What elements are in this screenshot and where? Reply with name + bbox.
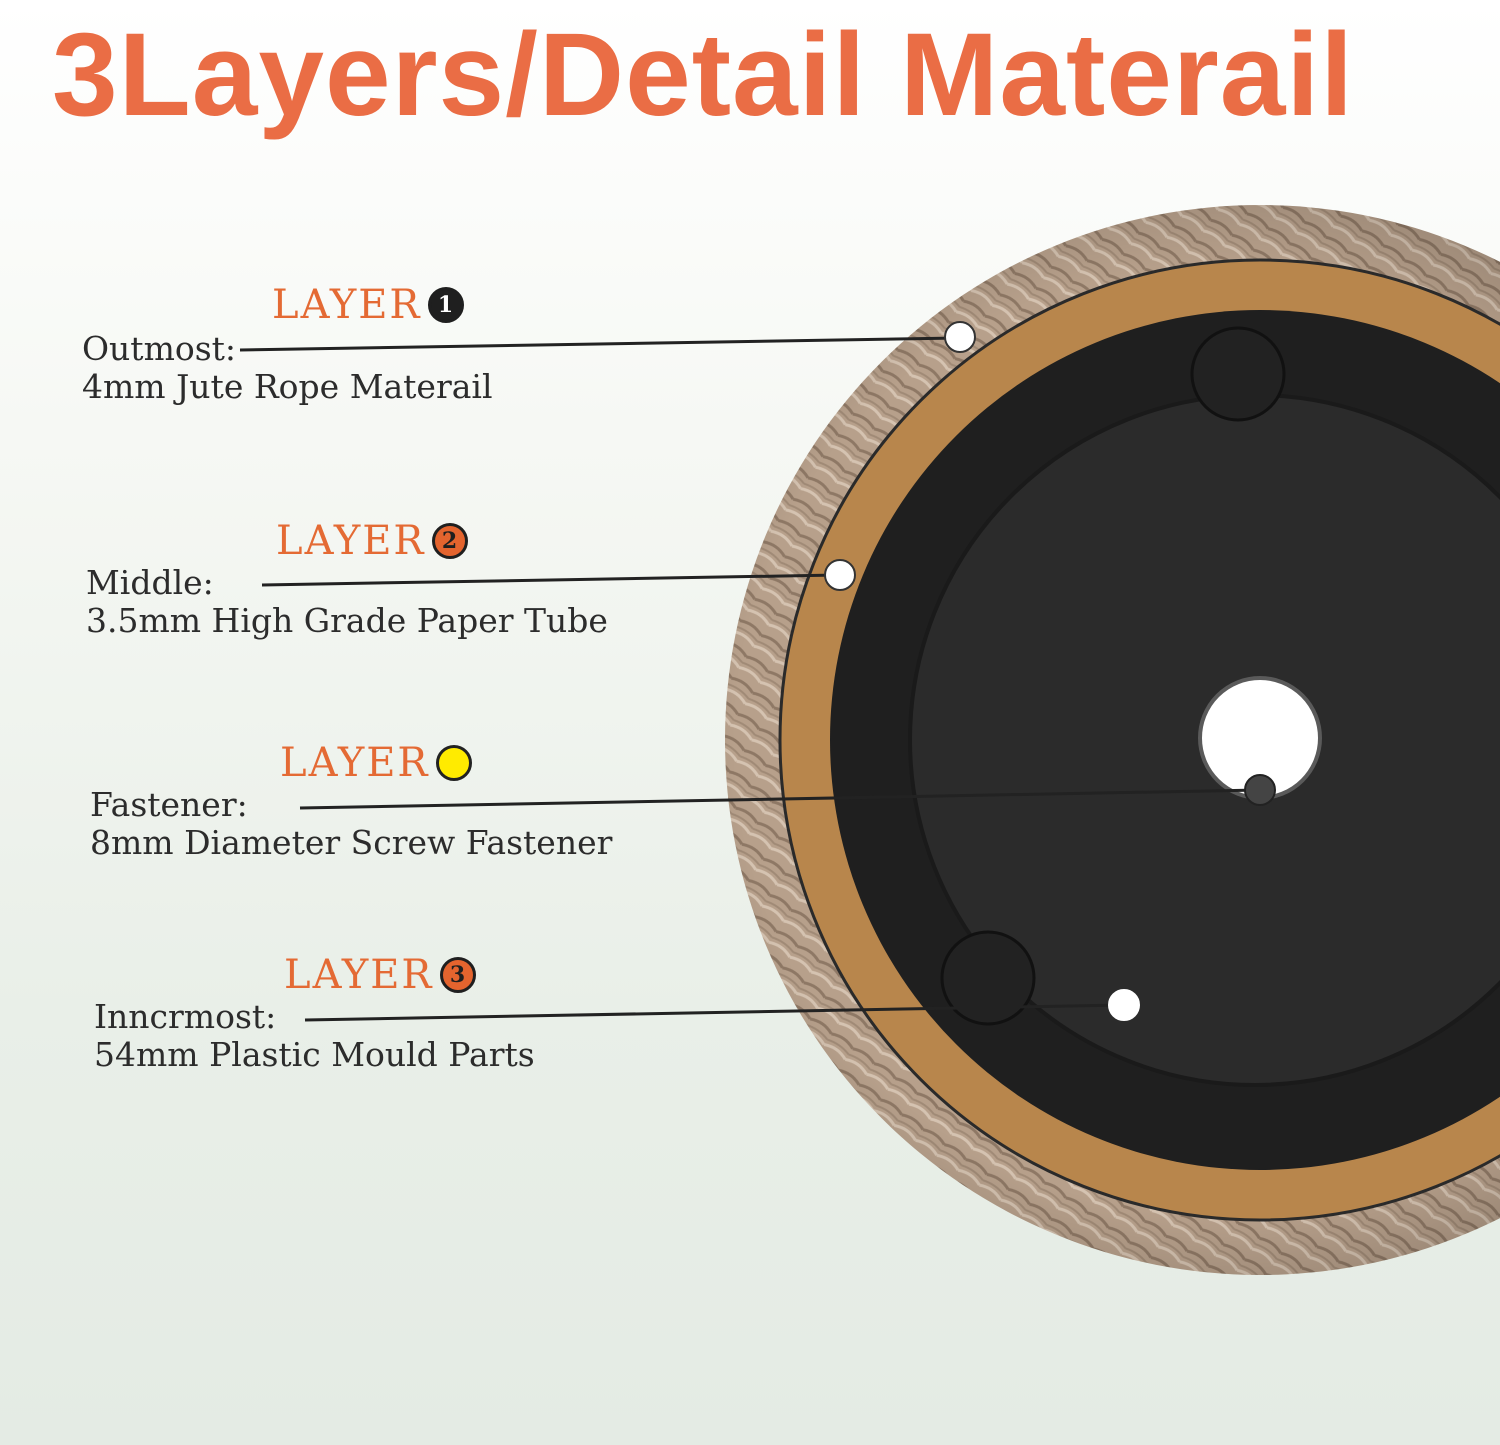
layer-fastener-description: Fastener: 8mm Diameter Screw Fastener [90,786,612,862]
layer-3-label: LAYER 3 [284,952,476,998]
page-title: 3Layers/Detail Materail [52,9,1354,141]
layer-1-detail: 4mm Jute Rope Materail [82,367,493,406]
marker-dot-innermost [1108,989,1140,1021]
fastener-dot-icon [435,745,472,781]
layer-3-heading: Inncrmost: [94,997,277,1036]
layer-2-heading: Middle: [86,563,214,602]
layer-1-heading: Outmost: [82,329,237,368]
layer-2-label-text: LAYER [276,518,426,564]
marker-dot-outmost [944,321,976,353]
layer-3-badge-icon: 3 [439,957,476,993]
layer-1-label: LAYER 1 [272,282,464,328]
leader-line-fastener [299,788,1261,810]
layer-1-badge-icon: 1 [427,287,464,323]
layer-3-description: Inncrmost: 54mm Plastic Mould Parts [94,998,535,1074]
marker-dot-fastener [1244,774,1276,806]
layer-1-description: Outmost: 4mm Jute Rope Materail [82,330,493,406]
leader-line-innermost [304,1003,1125,1022]
mould-boss-top [1190,326,1286,422]
layer-fastener-label-text: LAYER [280,740,430,786]
layer-fastener-detail: 8mm Diameter Screw Fastener [90,823,613,862]
marker-dot-middle [824,559,856,591]
layer-3-label-text: LAYER [284,952,434,998]
layer-2-label: LAYER 2 [276,518,468,564]
layer-2-description: Middle: 3.5mm High Grade Paper Tube [86,564,608,640]
layer-2-badge-icon: 2 [431,523,468,559]
layer-fastener-label: LAYER [280,740,472,786]
layer-1-label-text: LAYER [272,282,422,328]
layer-3-detail: 54mm Plastic Mould Parts [94,1035,535,1074]
mould-boss-bottom [940,930,1036,1026]
leader-line-middle [261,573,839,587]
layer-fastener-heading: Fastener: [90,785,248,824]
layer-2-detail: 3.5mm High Grade Paper Tube [86,601,608,640]
leader-line-outmost [239,336,959,352]
